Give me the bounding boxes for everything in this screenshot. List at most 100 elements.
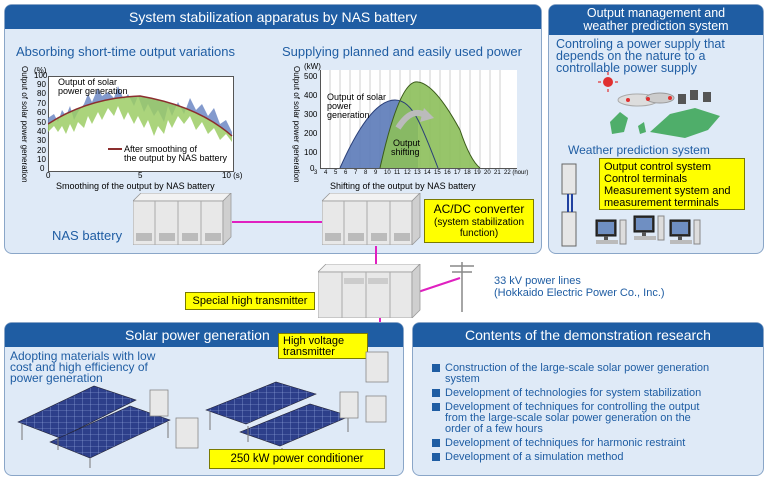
research-panel: Contents of the demonstration research: [412, 322, 764, 476]
right-chart-xtick: 9: [374, 170, 378, 176]
solar-desc-line2: cost and high efficiency of: [10, 360, 148, 374]
right-chart-ytick: 500: [304, 72, 318, 81]
output-mgmt-desc: Controling a power supply that depends o…: [556, 37, 725, 75]
research-item: Development of techniques for controllin…: [432, 402, 758, 435]
output-mgmt-item: measurement terminals: [604, 197, 719, 209]
output-mgmt-item: Measurement system and: [604, 185, 731, 197]
left-chart-ytick: 50: [37, 118, 46, 127]
research-item-text: Development of a simulation method: [445, 451, 624, 463]
acdc-converter-label: AC/DC converter (system stabilization fu…: [424, 199, 534, 243]
left-chart-caption: Smoothing of the output by NAS battery: [56, 181, 215, 191]
research-title: Contents of the demonstration research: [413, 323, 763, 347]
output-mgmt-title: Output management and weather prediction…: [549, 5, 763, 35]
left-chart-svg: [48, 86, 233, 142]
right-chart-xtick: 14: [424, 170, 431, 176]
weather-map-image: [598, 72, 720, 138]
left-chart-ytick: 40: [37, 127, 46, 136]
bullet-square-icon: [432, 364, 440, 372]
right-chart-xtick: 19: [474, 170, 481, 176]
left-chart-ytick: 100: [34, 71, 48, 80]
right-chart-svg: [329, 70, 501, 169]
output-mgmt-title-line1: Output management and: [586, 6, 726, 20]
right-chart-xtick: 17: [454, 170, 461, 176]
special-transmitter-image: [318, 264, 421, 318]
right-chart-xtick: 4: [324, 170, 328, 176]
left-chart-ytick: 10: [37, 155, 46, 164]
legend-smooth-line2: the output by NAS battery: [124, 153, 228, 163]
solar-arrays-image: [17, 351, 389, 468]
right-chart-label-shift-1: Output: [393, 138, 421, 148]
right-chart-xtick: 10: [384, 170, 391, 176]
output-mgmt-desc-line2: depends on the nature to a: [556, 49, 706, 63]
left-chart-xtick: 5: [138, 171, 143, 180]
left-chart-xtick: 0: [46, 171, 51, 180]
left-chart-ytick: 70: [37, 99, 46, 108]
solar-desc-line3: power generation: [10, 371, 103, 385]
right-chart-xtick: 18: [464, 170, 471, 176]
sun-icon: [598, 72, 618, 92]
research-item-text: Development of techniques for harmonic r…: [445, 437, 686, 449]
weather-prediction-label: Weather prediction system: [568, 143, 710, 157]
right-chart-xtick: 11: [394, 170, 401, 176]
left-chart-ytick: 30: [37, 136, 46, 145]
left-chart-ylabel: Output of solar power generation: [20, 66, 29, 183]
output-mgmt-desc-line1: Controling a power supply that: [556, 37, 725, 51]
hv-line1: High voltage: [283, 335, 345, 347]
right-chart-xtick: 3: [314, 170, 318, 176]
output-mgmt-desc-line3: controllable power supply: [556, 61, 698, 75]
research-item: Development of techniques for harmonic r…: [432, 438, 758, 449]
solar-desc-line1: Adopting materials with low: [10, 349, 156, 363]
left-chart-xtick: 10 (s): [222, 171, 243, 180]
right-chart-xtick: 22 (hour): [504, 170, 529, 176]
right-chart-ytick: 100: [304, 148, 318, 157]
bullet-square-icon: [432, 439, 440, 447]
acdc-title: AC/DC converter: [433, 202, 525, 216]
right-chart-ytick: 200: [304, 129, 318, 138]
output-mgmt-item: Output control system: [604, 161, 711, 173]
right-chart-subtitle: Supplying planned and easily used power: [282, 44, 522, 59]
hv-line2: transmitter: [283, 346, 335, 358]
left-chart-unit: (%): [34, 66, 47, 75]
legend-solar-line2: power generation: [58, 86, 128, 96]
left-chart-subtitle: Absorbing short-time output variations: [16, 44, 235, 59]
right-chart-xtick: 5: [334, 170, 338, 176]
right-chart-ytick: 0: [310, 164, 315, 173]
right-chart-xtick: 8: [364, 170, 368, 176]
bullet-square-icon: [432, 453, 440, 461]
right-chart-xtick: 15: [434, 170, 441, 176]
right-chart-label-solar-1: Output of solar: [327, 92, 387, 102]
power-lines-line2: (Hokkaido Electric Power Co., Inc.): [494, 287, 665, 299]
power-lines-label: 33 kV power lines (Hokkaido Electric Pow…: [494, 275, 665, 299]
bullet-square-icon: [432, 389, 440, 397]
right-chart-ytick: 400: [304, 91, 318, 100]
power-lines-line1: 33 kV power lines: [494, 275, 581, 287]
stabilization-title: System stabilization apparatus by NAS ba…: [5, 5, 541, 29]
hv-transmitter-label: High voltage transmitter: [278, 333, 368, 359]
research-item-text: Development of techniques for controllin…: [445, 401, 700, 435]
right-chart-xtick: 21: [494, 170, 501, 176]
left-chart-ytick: 0: [40, 164, 45, 173]
left-chart-ytick: 20: [37, 146, 46, 155]
left-chart-ytick: 90: [37, 80, 46, 89]
output-mgmt-items: Output control system Control terminals …: [599, 158, 745, 210]
right-chart-unit: (kW): [304, 62, 321, 71]
legend-smooth-swatch: [108, 148, 122, 150]
output-mgmt-title-line2: weather prediction system: [583, 19, 729, 33]
right-chart-xtick: 7: [354, 170, 358, 176]
solar-desc: Adopting materials with low cost and hig…: [10, 349, 156, 385]
research-item-text: Development of technologies for system s…: [445, 387, 702, 399]
right-chart-caption: Shifting of the output by NAS battery: [330, 181, 476, 191]
right-chart-label-solar-2: power: [327, 101, 352, 111]
right-chart-xtick: 16: [444, 170, 451, 176]
legend-smooth-line1: After smoothing of: [124, 144, 198, 154]
right-chart-xtick: 12: [404, 170, 411, 176]
research-item: Development of a simulation method: [432, 452, 758, 463]
right-chart-ylabel: Output of solar power generation: [292, 66, 301, 183]
research-list: Construction of the large-scale solar po…: [432, 363, 758, 466]
right-chart-xtick: 13: [414, 170, 421, 176]
nas-battery-image: [133, 193, 232, 245]
right-chart-ytick: 300: [304, 110, 318, 119]
output-mgmt-item: Control terminals: [604, 173, 688, 185]
left-chart-ytick: 60: [37, 108, 46, 117]
